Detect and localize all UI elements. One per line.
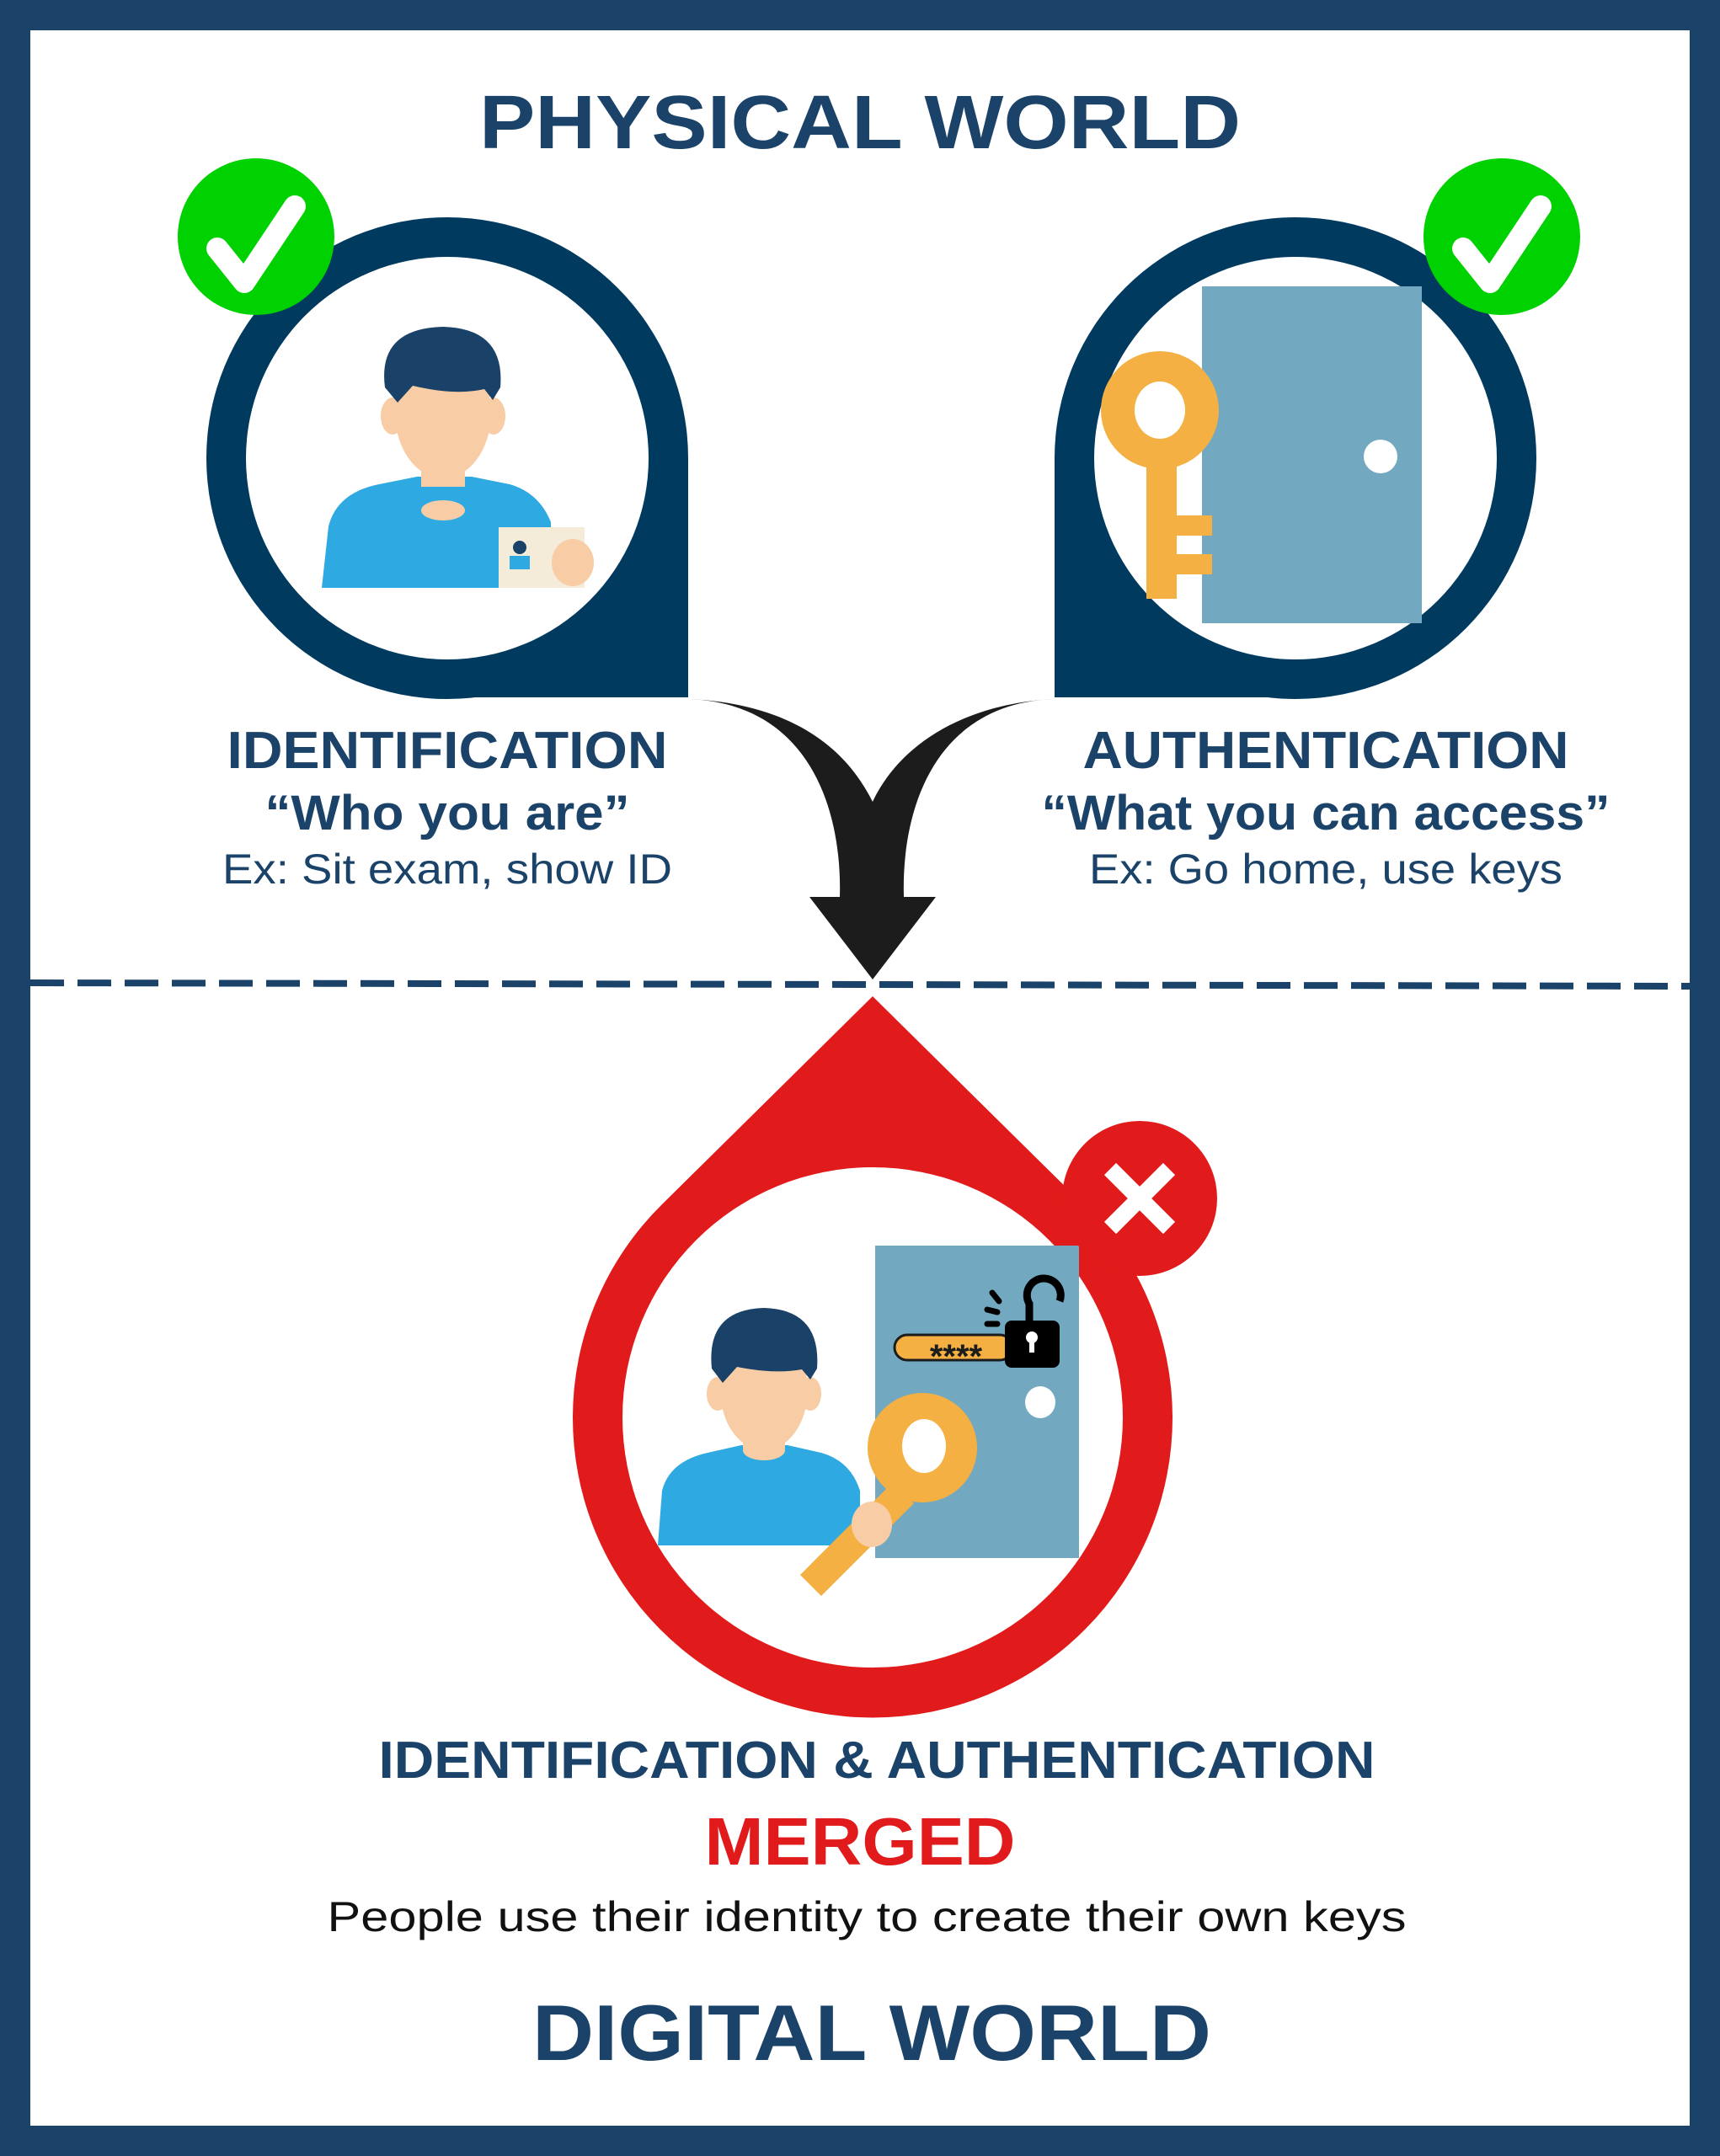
physical-world-title: PHYSICAL WORLD [479,81,1241,165]
person-with-id-icon [322,327,594,588]
merged-description: People use their identity to create thei… [328,1893,1407,1940]
authentication-quote: “What you can access” [1042,786,1610,841]
check-icon [206,195,306,293]
identification-pin [206,217,688,699]
door-icon [1202,286,1422,623]
authentication-pin [1055,217,1536,699]
person-with-key-icon [658,1308,860,1545]
authentication-example: Ex: Go home, use keys [1089,846,1562,893]
merged-drop: **** [572,996,1172,1718]
identification-example: Ex: Sit exam, show ID [222,846,672,893]
identification-check-badge [178,158,334,315]
digital-world-title: DIGITAL WORLD [532,1988,1211,2077]
merged-status: MERGED [705,1804,1016,1879]
password-mask: **** [930,1338,983,1375]
merged-x-badge [1062,1121,1217,1276]
merged-heading: IDENTIFICATION & AUTHENTICATION [379,1732,1375,1790]
x-icon [1103,1162,1176,1235]
authentication-check-badge [1424,158,1580,315]
identification-quote: “Who you are” [265,786,630,841]
check-icon [1452,195,1552,293]
key-icon [1101,351,1219,599]
merge-arrow-icon [688,699,1055,979]
identification-heading: IDENTIFICATION [227,722,668,780]
authentication-heading: AUTHENTICATION [1083,722,1569,780]
unlocked-padlock-icon [984,1274,1065,1368]
world-divider [29,979,1691,990]
key-icon [800,1393,977,1596]
